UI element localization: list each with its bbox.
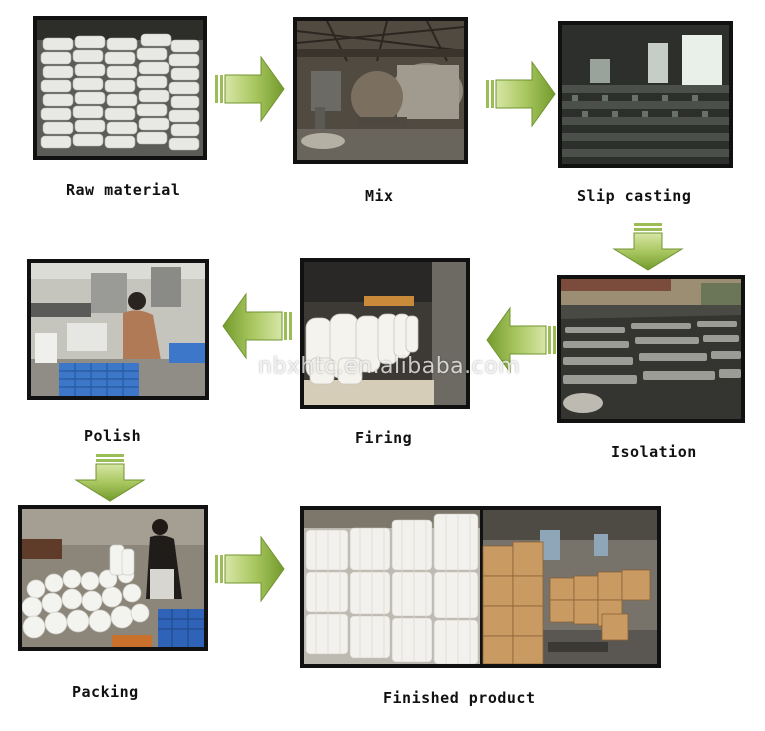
step-label-firing: Firing [355,429,413,447]
step-image-firing [300,258,470,409]
step-image-slip-casting [558,21,733,168]
step-image-finished-product [300,506,661,668]
watermark: nbxhtc.en.alibaba.com [258,354,521,379]
step-label-packing: Packing [72,683,139,701]
step-label-isolation: Isolation [611,443,697,461]
step-label-mix: Mix [365,187,394,205]
step-image-polish [27,259,209,400]
flow-arrow-left [486,306,556,374]
step-image-packing [18,505,208,651]
step-label-finished-product: Finished product [383,689,536,707]
flow-arrow-right [215,535,285,603]
flow-arrow-down [612,223,684,271]
step-label-slip-casting: Slip casting [577,187,692,205]
flow-arrow-right [215,55,285,123]
step-image-raw-material [33,16,207,160]
flow-arrow-left [222,292,292,360]
step-label-polish: Polish [84,427,142,445]
step-image-mix [293,17,468,164]
flow-arrow-down [74,454,146,502]
step-label-raw-material: Raw material [66,181,181,199]
step-image-isolation [557,275,745,423]
flow-arrow-right [486,60,556,128]
